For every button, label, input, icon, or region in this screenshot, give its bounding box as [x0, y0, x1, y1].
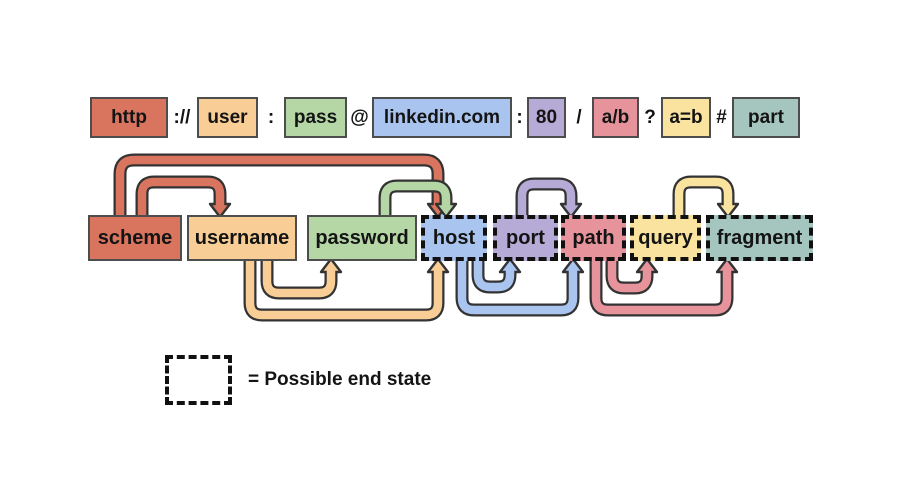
url-part-host-box: linkedin.com [372, 97, 512, 138]
state-password: password [307, 215, 417, 261]
arrow-scheme-to-host [113, 153, 450, 222]
state-fragment: fragment [706, 215, 813, 261]
url-separator: : [267, 106, 275, 128]
url-part-path-box: a/b [592, 97, 639, 138]
arrow-path-to-fragment [589, 254, 739, 317]
legend-label: = Possible end state [248, 369, 432, 390]
url-separator: # [716, 106, 727, 128]
url-separator: ? [644, 106, 656, 128]
arrow-username-to-host [243, 254, 450, 322]
state-scheme: scheme [88, 215, 182, 261]
url-part-port-box: 80 [527, 97, 566, 138]
state-username: username [187, 215, 297, 261]
url-part-fragment-box: part [732, 97, 800, 138]
url-separator: : [516, 106, 523, 128]
state-path: path [561, 215, 626, 261]
url-part-scheme-box: http [90, 97, 168, 138]
url-part-query-box: a=b [661, 97, 711, 138]
url-part-pass-box: pass [284, 97, 347, 138]
state-host: host [421, 215, 487, 261]
url-separator: / [576, 106, 582, 128]
legend-end-state-swatch [165, 355, 232, 405]
arrow-host-to-path [455, 254, 585, 317]
url-part-user-box: user [197, 97, 258, 138]
url-separator: :// [173, 106, 191, 128]
state-port: port [493, 215, 558, 261]
url-separator: @ [350, 106, 369, 128]
state-query: query [630, 215, 701, 261]
